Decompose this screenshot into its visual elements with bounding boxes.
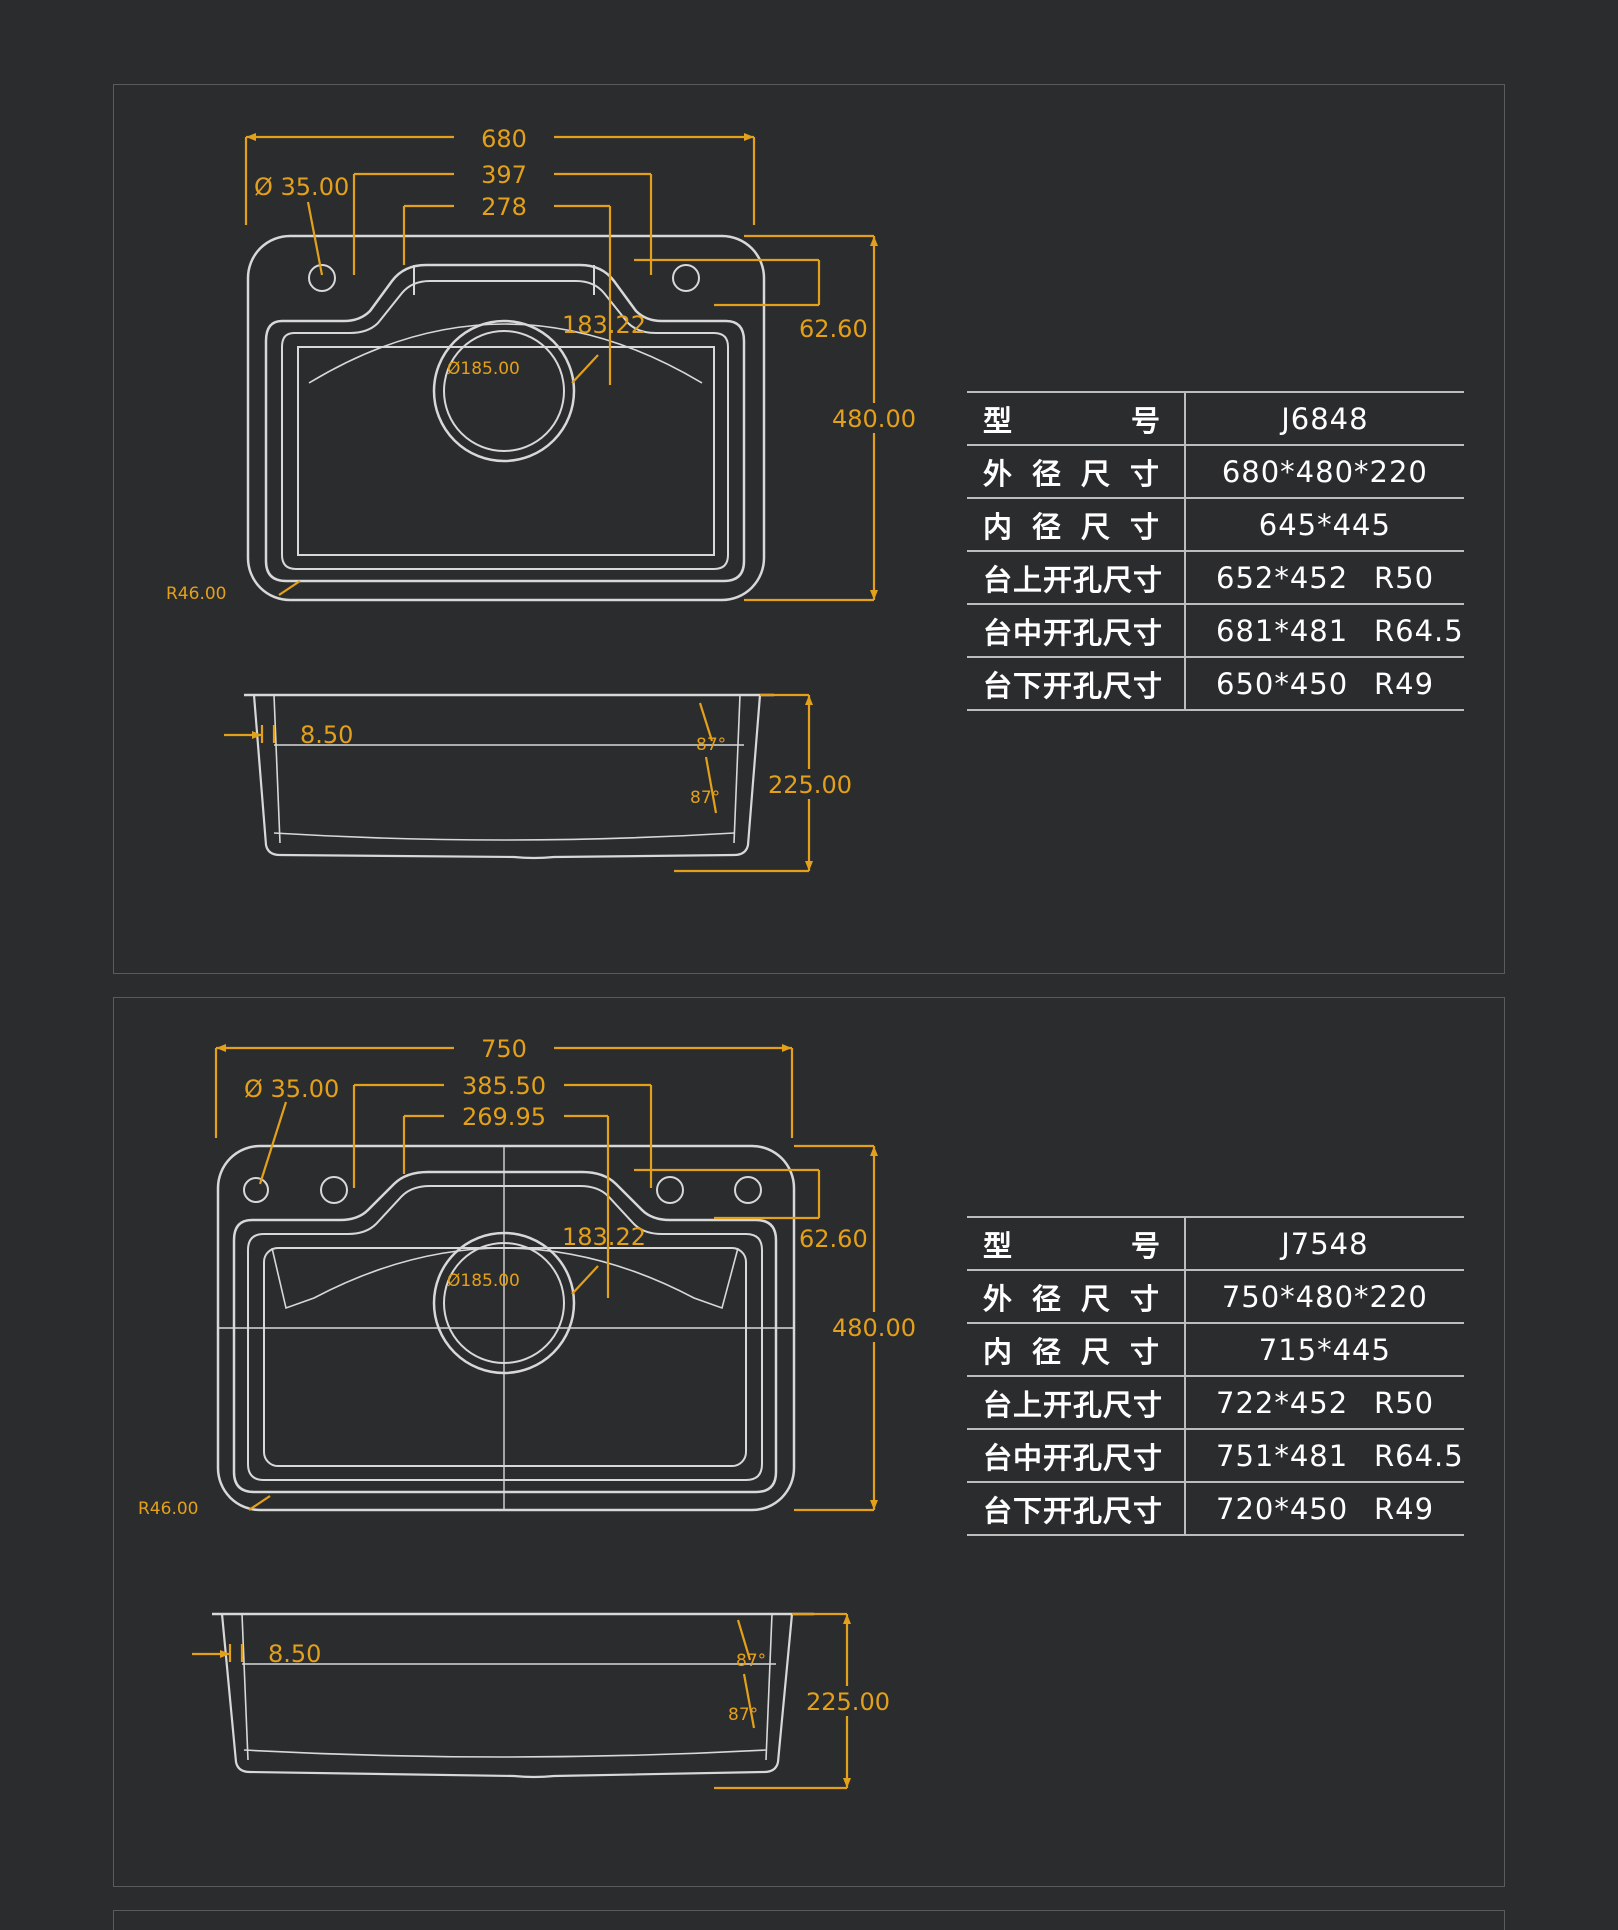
under-cutout-size: 720*450 <box>1216 1491 1349 1526</box>
dim-rim-thickness: 8.50 <box>300 721 353 749</box>
top-cutout-radius: R50 <box>1374 1385 1435 1420</box>
inner-value: 715*445 <box>1185 1322 1464 1377</box>
spec-row-under-cutout: 台下开孔尺寸 650*450 R49 <box>967 656 1464 711</box>
mid-cutout-radius: R64.5 <box>1374 1438 1464 1473</box>
spec-row-model: 型 号 J6848 <box>967 391 1464 446</box>
dimension-labels-side: 8.50 87° 87° 225.00 <box>300 721 856 808</box>
dim-inner-span: 269.95 <box>462 1103 546 1131</box>
product-panel-j7548: 750 385.50 269.95 Ø 35.00 Ø185.00 183.22… <box>113 997 1505 1887</box>
next-panel-edge <box>113 1910 1505 1930</box>
outer-value: 750*480*220 <box>1185 1269 1464 1324</box>
dim-tap-hole: Ø 35.00 <box>244 1075 339 1103</box>
sink-side-view <box>244 693 774 860</box>
spec-row-inner: 内径尺寸 715*445 <box>967 1322 1464 1377</box>
top-cutout-radius: R50 <box>1374 560 1435 595</box>
mid-cutout-label: 台中开孔尺寸 <box>967 1428 1186 1483</box>
dim-wall-angle-1: 87° <box>696 735 726 755</box>
dim-overall-depth: 480.00 <box>832 1314 916 1342</box>
spec-row-inner: 内径尺寸 645*445 <box>967 497 1464 552</box>
mid-cutout-radius: R64.5 <box>1374 613 1464 648</box>
sink-side-view <box>212 1612 814 1779</box>
dim-shelf-depth: 183.22 <box>562 1223 646 1251</box>
mid-cutout-size: 751*481 <box>1216 1438 1349 1473</box>
dimension-lines-top <box>244 133 878 602</box>
dim-bowl-depth: 225.00 <box>806 1688 890 1716</box>
model-label-right: 号 <box>1130 1228 1160 1263</box>
sink-drawing-j7548: 750 385.50 269.95 Ø 35.00 Ø185.00 183.22… <box>138 1034 919 1790</box>
inner-value: 645*445 <box>1185 497 1464 552</box>
sink-top-view <box>246 234 766 602</box>
spec-row-top-cutout: 台上开孔尺寸 722*452 R50 <box>967 1375 1464 1430</box>
model-label-left: 型 <box>983 1228 1013 1263</box>
dim-holes-span: 385.50 <box>462 1072 546 1100</box>
mid-cutout-size: 681*481 <box>1216 613 1349 648</box>
spec-table-j6848: 型 号 J6848 外径尺寸 680*480*220 内径尺寸 645*445 台… <box>967 391 1464 711</box>
dim-wall-angle-2: 87° <box>690 788 720 808</box>
model-label-left: 型 <box>983 403 1013 438</box>
under-cutout-size: 650*450 <box>1216 666 1349 701</box>
under-cutout-radius: R49 <box>1374 1491 1435 1526</box>
dim-back-ledge: 62.60 <box>799 1225 868 1253</box>
dim-bowl-depth: 225.00 <box>768 771 852 799</box>
top-cutout-label: 台上开孔尺寸 <box>967 1375 1186 1430</box>
dim-corner-radius: R46.00 <box>166 584 226 604</box>
top-cutout-label: 台上开孔尺寸 <box>967 550 1186 605</box>
spec-row-outer: 外径尺寸 750*480*220 <box>967 1269 1464 1324</box>
spec-row-model: 型 号 J7548 <box>967 1216 1464 1271</box>
dim-tap-hole: Ø 35.00 <box>254 173 349 201</box>
dimension-labels-top: 680 397 278 Ø 35.00 Ø185.00 183.22 62.60… <box>166 123 919 604</box>
outer-label: 外径尺寸 <box>967 1269 1186 1324</box>
model-value: J7548 <box>1185 1216 1464 1271</box>
spec-row-mid-cutout: 台中开孔尺寸 681*481 R64.5 <box>967 603 1464 658</box>
dim-rim-thickness: 8.50 <box>268 1640 321 1668</box>
under-cutout-radius: R49 <box>1374 666 1435 701</box>
spec-row-mid-cutout: 台中开孔尺寸 751*481 R64.5 <box>967 1428 1464 1483</box>
dim-back-ledge: 62.60 <box>799 315 868 343</box>
spec-row-top-cutout: 台上开孔尺寸 652*452 R50 <box>967 550 1464 605</box>
dim-holes-span: 397 <box>481 161 527 189</box>
dim-drain: Ø185.00 <box>447 1271 520 1291</box>
sink-top-view <box>216 1144 796 1512</box>
mid-cutout-label: 台中开孔尺寸 <box>967 603 1186 658</box>
dim-corner-radius: R46.00 <box>138 1499 198 1519</box>
spec-row-outer: 外径尺寸 680*480*220 <box>967 444 1464 499</box>
inner-label: 内径尺寸 <box>967 497 1186 552</box>
dim-drain: Ø185.00 <box>447 359 520 379</box>
dimension-labels-top: 750 385.50 269.95 Ø 35.00 Ø185.00 183.22… <box>138 1034 919 1519</box>
dim-overall-width: 680 <box>481 125 527 153</box>
outer-value: 680*480*220 <box>1185 444 1464 499</box>
under-cutout-label: 台下开孔尺寸 <box>967 1481 1186 1536</box>
dim-wall-angle-1: 87° <box>736 1651 766 1671</box>
inner-label: 内径尺寸 <box>967 1322 1186 1377</box>
dim-wall-angle-2: 87° <box>728 1705 758 1725</box>
top-cutout-size: 722*452 <box>1216 1385 1349 1420</box>
top-cutout-size: 652*452 <box>1216 560 1349 595</box>
dim-overall-depth: 480.00 <box>832 405 916 433</box>
dim-shelf-depth: 183.22 <box>562 311 646 339</box>
outer-label: 外径尺寸 <box>967 444 1186 499</box>
model-value: J6848 <box>1185 391 1464 446</box>
spec-row-under-cutout: 台下开孔尺寸 720*450 R49 <box>967 1481 1464 1536</box>
dim-overall-width: 750 <box>481 1035 527 1063</box>
dimension-labels-side: 8.50 87° 87° 225.00 <box>268 1640 894 1725</box>
dim-inner-span: 278 <box>481 193 527 221</box>
sink-drawing-j6848: 680 397 278 Ø 35.00 Ø185.00 183.22 62.60… <box>166 123 919 873</box>
under-cutout-label: 台下开孔尺寸 <box>967 656 1186 711</box>
model-label-right: 号 <box>1130 403 1160 438</box>
spec-table-j7548: 型 号 J7548 外径尺寸 750*480*220 内径尺寸 715*445 台… <box>967 1216 1464 1536</box>
product-panel-j6848: 680 397 278 Ø 35.00 Ø185.00 183.22 62.60… <box>113 84 1505 974</box>
